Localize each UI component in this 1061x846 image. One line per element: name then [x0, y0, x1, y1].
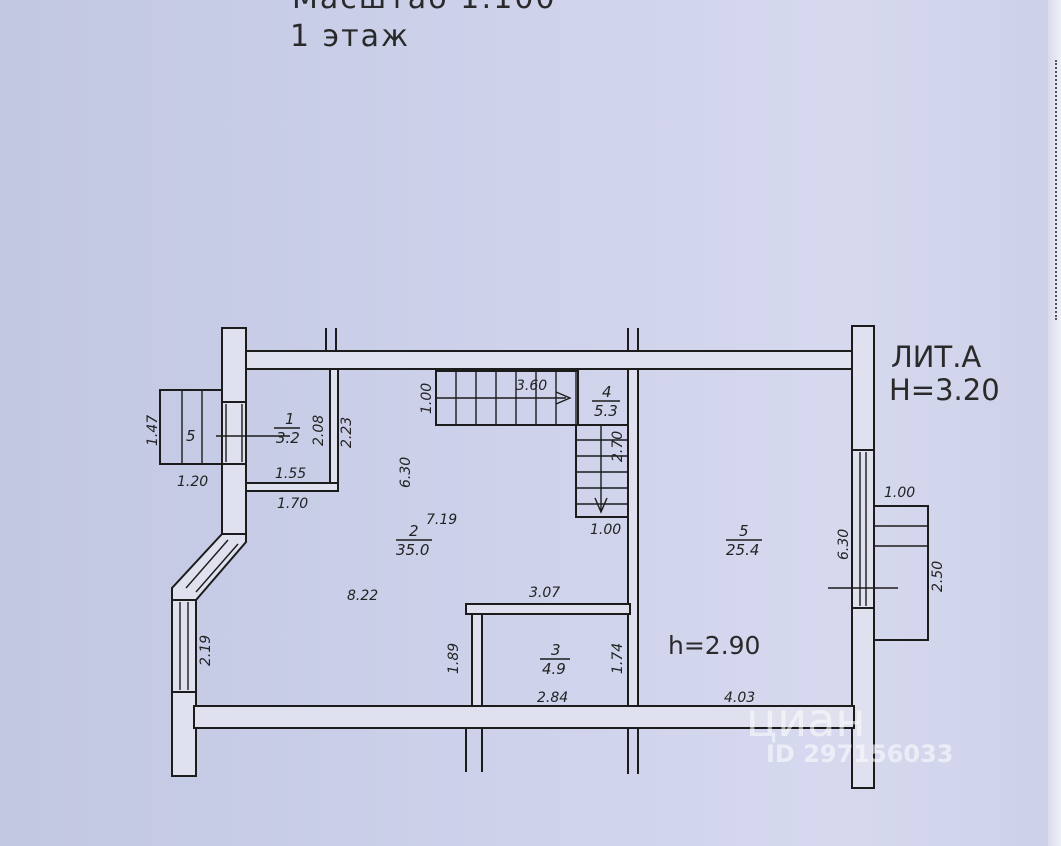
dim-7-19: 7.19 — [426, 512, 457, 528]
wall-top — [243, 350, 854, 370]
dim-3-07: 3.07 — [529, 585, 560, 601]
room-2-number: 2 — [409, 522, 419, 540]
dim-1-00-porch: 1.00 — [884, 485, 915, 501]
staircase — [435, 370, 629, 518]
page-edge-dotted-line — [1055, 60, 1058, 320]
dim-1-20: 1.20 — [177, 474, 208, 490]
dim-1-70: 1.70 — [277, 496, 308, 512]
dim-6-30-left: 6.30 — [398, 457, 414, 488]
dim-1-47: 1.47 — [145, 415, 161, 446]
wall-column-top-right — [851, 325, 875, 451]
wall-column-top-left — [221, 327, 247, 403]
scale-text: Масштаб 1:100 — [292, 0, 557, 16]
room-5-area: 25.4 — [726, 541, 759, 559]
porch-right — [828, 505, 929, 641]
wall-left-bottom — [171, 691, 197, 777]
room-labels: 1 3.2 2 35.0 3 4.9 4 5.3 5 25.4 — [274, 383, 762, 678]
dimension-labels: 1.47 1.20 1.55 1.70 2.08 2.23 6.30 7.19 … — [145, 378, 946, 706]
wall-right-lower — [851, 607, 875, 789]
wall-diagonal — [171, 533, 247, 601]
room-3-number: 3 — [551, 641, 561, 659]
dim-2-23: 2.23 — [339, 417, 355, 448]
dim-2-84: 2.84 — [537, 690, 568, 706]
walls — [171, 325, 875, 789]
porch-left-label: 5 — [186, 427, 196, 445]
dim-2-08: 2.08 — [311, 415, 327, 446]
dim-4-03: 4.03 — [724, 690, 755, 706]
room-1-area: 3.2 — [276, 429, 300, 447]
dim-2-70: 2.70 — [610, 431, 626, 462]
dim-1-00-stair: 1.00 — [419, 383, 435, 414]
partition-center — [627, 368, 639, 707]
wall-right-window — [851, 449, 875, 609]
litera-label: ЛИТ.А — [891, 340, 981, 374]
ceiling-height-label: h=2.90 — [668, 631, 760, 660]
room-2-area: 35.0 — [396, 541, 429, 559]
dim-2-50: 2.50 — [930, 561, 946, 592]
dim-1-00-stair-bottom: 1.00 — [590, 522, 621, 538]
wall-left-mid — [221, 463, 247, 535]
partition-room-1-vertical — [329, 368, 339, 490]
room-3-area: 4.9 — [542, 660, 566, 678]
watermark-brand: циан — [746, 693, 865, 747]
dim-6-30-right: 6.30 — [836, 529, 852, 560]
partition-room-3-top — [465, 603, 631, 615]
dim-1-74: 1.74 — [610, 643, 626, 674]
page-edge — [1048, 0, 1061, 846]
room-4-number: 4 — [602, 383, 612, 401]
room-5-number: 5 — [739, 522, 749, 540]
dim-3-60: 3.60 — [516, 378, 547, 394]
dim-2-19: 2.19 — [198, 635, 214, 666]
dim-8-22: 8.22 — [347, 588, 378, 604]
dim-1-55: 1.55 — [275, 466, 306, 482]
dim-1-89: 1.89 — [446, 643, 462, 674]
wall-left-lower-window — [171, 599, 197, 693]
room-4-area: 5.3 — [594, 402, 618, 420]
building-height-label: H=3.20 — [889, 373, 1000, 407]
porch-left: 5 — [159, 389, 290, 465]
wall-bottom — [193, 705, 855, 729]
room-1-number: 1 — [285, 410, 295, 428]
floor-text: 1 этаж — [290, 19, 410, 54]
watermark: циан ID 297156033 — [746, 693, 954, 768]
partition-room-3-left — [471, 613, 483, 707]
watermark-id: ID 297156033 — [766, 740, 954, 768]
partition-room-1-horizontal — [245, 482, 339, 492]
